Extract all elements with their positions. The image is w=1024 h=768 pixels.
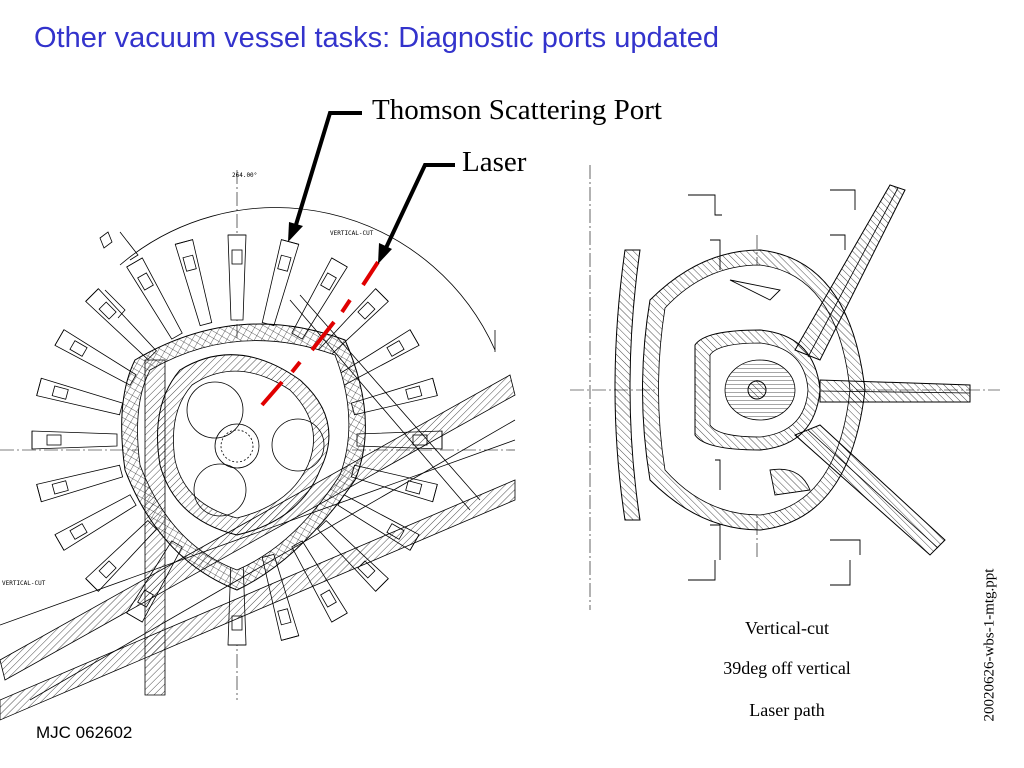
slide-title: Other vacuum vessel tasks: Diagnostic po… [34, 22, 720, 54]
laser-path [260, 260, 380, 407]
caption-laser-path: Laser path [749, 700, 825, 720]
angle-label: 264.00° [232, 172, 257, 179]
thomson-callout-label: Thomson Scattering Port [372, 94, 662, 126]
thomson-callout-arrow [293, 111, 362, 229]
caption-vertical-cut: Vertical-cut [745, 618, 829, 638]
side-file-label: 20020626-wbs-1-mtg.ppt [981, 568, 998, 722]
vertical-cut-label-top: VERTICAL-CUT [330, 230, 374, 237]
caption-angle: 39deg off vertical [723, 658, 851, 678]
laser-arrowhead [378, 243, 392, 264]
footer-author-date: MJC 062602 [36, 723, 133, 742]
vertical-cut-label-left: VERTICAL-CUT [2, 580, 46, 587]
laser-callout-label: Laser [462, 146, 527, 178]
dimension-arc [119, 207, 496, 351]
radial-ports [31, 234, 443, 646]
plan-view-drawing: 264.00° [0, 111, 516, 721]
laser-callout-arrow [383, 163, 455, 251]
thomson-arrowhead [288, 222, 303, 242]
